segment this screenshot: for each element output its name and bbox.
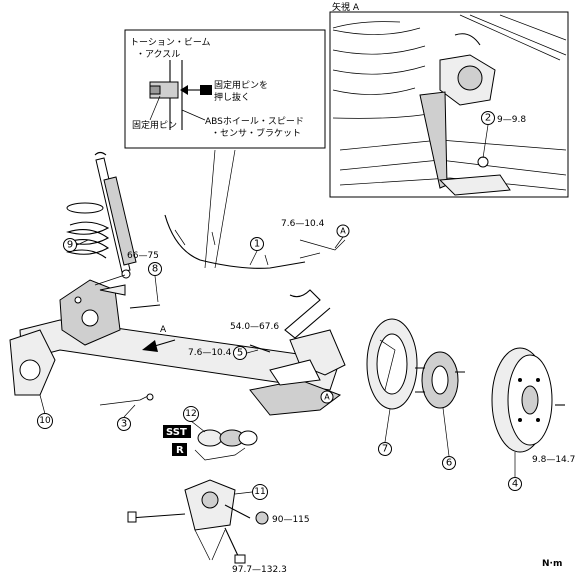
sst-label: SST [166, 427, 187, 438]
svg-text:5: 5 [237, 348, 243, 359]
callout-6: 6 [442, 456, 456, 470]
svg-text:10: 10 [39, 416, 51, 426]
hub-bearing [415, 351, 465, 409]
svg-text:6: 6 [446, 458, 452, 469]
callout-3: 3 [117, 417, 131, 431]
view-a-title: 矢視 A [332, 1, 360, 13]
coil-spring [65, 202, 110, 259]
detail-action-2: 押し抜く [214, 91, 250, 103]
callout-4: 4 [508, 477, 522, 491]
callout-10: 10 [37, 413, 53, 429]
svg-text:8: 8 [152, 264, 158, 275]
marker-a-bottom: A [320, 390, 334, 404]
torque-66: 66—75 [127, 251, 159, 261]
torque-90: 90—115 [272, 515, 310, 525]
unit-label: N·m [542, 559, 562, 569]
callout-12: 12 [183, 406, 199, 422]
detail-action-1: 固定用ピンを [214, 79, 268, 91]
brake-drum [491, 347, 565, 453]
callout-9: 9 [63, 238, 77, 252]
torsion-beam-axle [9, 279, 346, 416]
callout-7: 7 [378, 442, 392, 456]
callout-2: 2 [481, 111, 495, 125]
r-label: R [176, 445, 184, 456]
brake-backing-plate [366, 318, 418, 410]
torque-9-8: 9.8—14.7 [532, 455, 575, 465]
svg-text:4: 4 [512, 479, 518, 490]
callout-11: 11 [252, 484, 268, 500]
svg-text:11: 11 [254, 487, 265, 497]
svg-text:2: 2 [485, 113, 491, 124]
svg-text:7: 7 [382, 444, 388, 455]
callout-8: 8 [148, 262, 162, 276]
bushing [194, 429, 258, 461]
torque-callout-2: 9—9.8 [497, 115, 526, 125]
svg-text:A: A [324, 393, 330, 402]
callout-5: 5 [233, 346, 247, 360]
svg-text:9: 9 [67, 240, 73, 251]
callout-1: 1 [250, 237, 264, 251]
detail-pin-label: 固定用ピン [132, 119, 177, 131]
shock-absorber [94, 151, 137, 279]
torque-7-6-mid: 7.6—10.4 [188, 348, 232, 358]
detail-bracket-2: ・センサ・ブラケット [211, 127, 301, 139]
trailing-arm-bracket [127, 479, 269, 564]
detail-bracket-1: ABSホイール・スピード [205, 116, 304, 127]
view-a-inset: 矢視 A [329, 1, 569, 198]
view-marker-a: A [160, 325, 167, 335]
svg-text:3: 3 [121, 419, 127, 430]
torque-54: 54.0—67.6 [230, 322, 279, 332]
svg-text:1: 1 [254, 239, 260, 250]
sst-box [163, 425, 191, 438]
detail-label-axle-1: トーション・ビーム [130, 37, 211, 48]
torque-7-6-top: 7.6—10.4 [281, 219, 325, 229]
svg-text:A: A [340, 227, 346, 236]
marker-a-top: A [336, 224, 350, 238]
svg-text:12: 12 [185, 409, 196, 419]
torque-97: 97.7—132.3 [232, 565, 287, 575]
detail-label-axle-2: ・アクスル [136, 49, 180, 60]
r-box [172, 443, 187, 456]
pin-detail-inset: トーション・ビーム ・アクスル 固定用ピンを 押し抜く 固定用ピン ABSホイー… [124, 29, 326, 149]
